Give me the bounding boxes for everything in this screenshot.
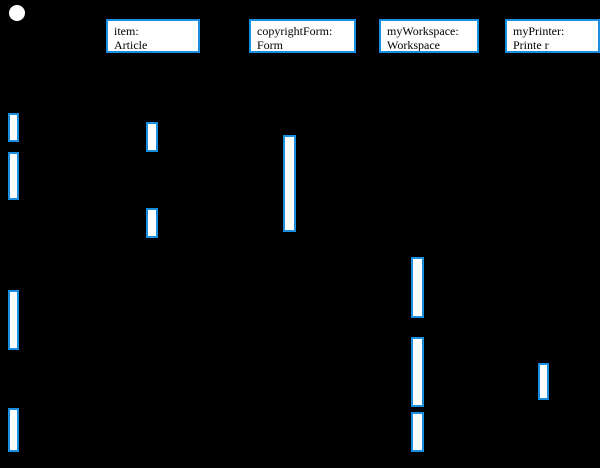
- lifeline-actor: [13, 21, 14, 468]
- lifeline-copyrightform: [289, 53, 290, 468]
- activation-bar: [8, 113, 19, 142]
- participant-box-myprinter[interactable]: myPrinter: Printe r: [505, 19, 600, 53]
- message-line: [19, 313, 411, 314]
- participant-box-myworkspace[interactable]: myWorkspace: Workspace: [379, 19, 479, 53]
- message-line: [19, 170, 283, 171]
- message-line: [14, 127, 146, 128]
- activation-bar: [283, 135, 296, 232]
- message-line: [158, 140, 283, 141]
- activation-bar: [8, 152, 19, 200]
- activation-bar: [411, 412, 424, 452]
- lifeline-item: [152, 53, 153, 468]
- activation-bar: [8, 408, 19, 452]
- activation-bar: [8, 290, 19, 350]
- activation-bar: [411, 257, 424, 318]
- message-line: [19, 417, 411, 418]
- activation-bar: [146, 208, 158, 238]
- activation-bar: [411, 337, 424, 407]
- message-line: [158, 213, 283, 214]
- activation-bar: [538, 363, 549, 400]
- activation-bar: [146, 122, 158, 152]
- lifeline-myprinter: [543, 53, 544, 468]
- participant-box-item[interactable]: item: Article: [106, 19, 200, 53]
- message-line: [424, 396, 538, 397]
- actor-head-icon: [9, 5, 25, 21]
- message-line: [19, 342, 411, 343]
- message-line: [424, 368, 538, 369]
- participant-box-copyrightform[interactable]: copyrightForm: Form: [249, 19, 356, 53]
- message-line: [19, 262, 411, 263]
